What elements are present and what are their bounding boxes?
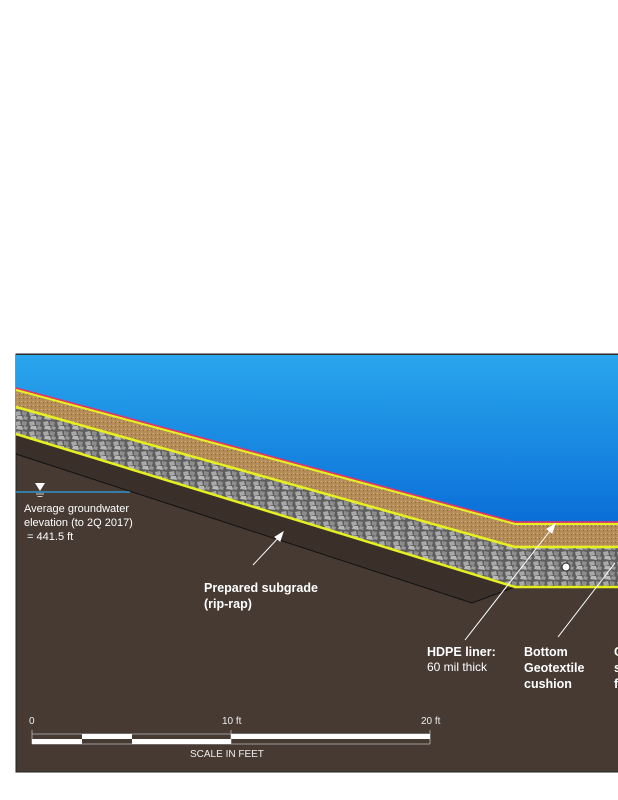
scale-tick-0: 0 bbox=[29, 716, 35, 727]
hdpe-liner-line bbox=[15, 387, 618, 523]
groundwater-label-line2: elevation (to 2Q 2017) bbox=[24, 517, 133, 529]
prepared-subgrade-band bbox=[16, 434, 515, 603]
geotextile-label-line2: Geotextile bbox=[524, 661, 585, 675]
subgrade-label: Prepared subgrade (rip-rap) bbox=[204, 580, 318, 612]
groundwater-label: Average groundwater elevation (to 2Q 201… bbox=[24, 502, 133, 544]
scale-tick-10: 10 ft bbox=[222, 716, 242, 727]
subgrade-label-line2: (rip-rap) bbox=[204, 597, 252, 611]
cutoff-label-line1: C bbox=[614, 644, 618, 660]
hdpe-liner-label-thickness: 60 mil thick bbox=[427, 660, 488, 674]
subgrade-label-line1: Prepared subgrade bbox=[204, 581, 318, 595]
hdpe-liner-label: HDPE liner: 60 mil thick bbox=[427, 644, 496, 675]
water-table-icon bbox=[35, 483, 45, 497]
scale-bar bbox=[31, 730, 431, 745]
geotextile-label-line1: Bottom bbox=[524, 645, 568, 659]
groundwater-label-line3: = 441.5 ft bbox=[24, 531, 74, 543]
subgrade-outline bbox=[15, 453, 516, 604]
water-layer bbox=[16, 355, 618, 522]
groundwater-label-line1: Average groundwater bbox=[24, 503, 129, 515]
cutoff-label-line3: f bbox=[614, 677, 618, 691]
hdpe-liner-label-title: HDPE liner: bbox=[427, 645, 496, 659]
leader-arrows bbox=[252, 522, 616, 641]
geotextile-label-line3: cushion bbox=[524, 677, 572, 691]
cutoff-label: C s f bbox=[614, 644, 618, 692]
top-geotextile-line bbox=[15, 389, 618, 525]
scale-tick-20: 20 ft bbox=[421, 716, 441, 727]
sand-layer bbox=[16, 388, 618, 547]
bottom-geotextile-line bbox=[15, 432, 618, 589]
scale-title: SCALE IN FEET bbox=[190, 749, 264, 760]
geotextile-label: Bottom Geotextile cushion bbox=[524, 644, 584, 692]
cutoff-label-line2: s bbox=[614, 661, 618, 675]
pipe-marker bbox=[561, 562, 571, 572]
middle-geotextile-line bbox=[15, 405, 618, 549]
gravel-layer bbox=[16, 407, 618, 587]
